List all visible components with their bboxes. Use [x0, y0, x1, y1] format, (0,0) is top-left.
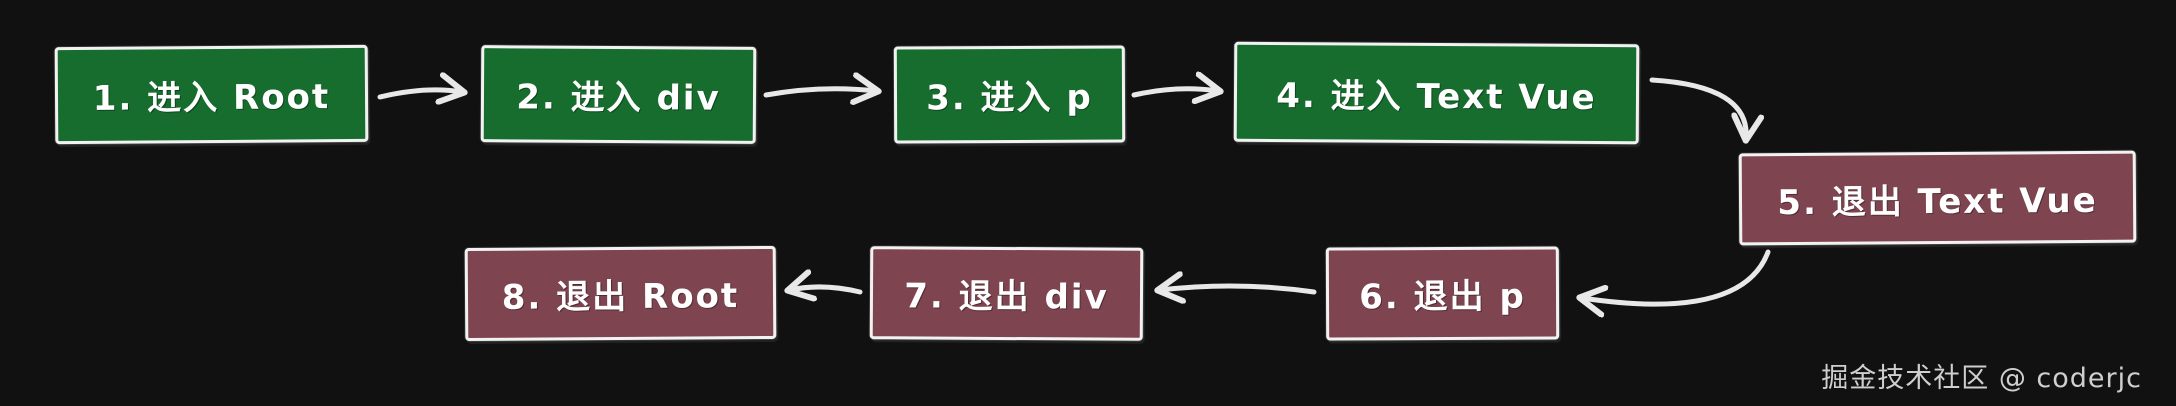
flow-box-label: 8. 退出 Root [501, 276, 740, 318]
flow-box-enter-p: 3. 进入 p [893, 45, 1126, 144]
arrow-2-to-3 [763, 89, 876, 95]
flow-box-label: 5. 退出 Text Vue [1777, 180, 2098, 223]
flow-box-enter-root: 1. 进入 Root [54, 44, 369, 145]
flow-box-exit-text-vue: 5. 退出 Text Vue [1738, 150, 2137, 246]
flow-box-exit-div: 7. 退出 div [869, 246, 1144, 341]
flow-box-label: 6. 退出 p [1359, 276, 1526, 318]
watermark: 掘金技术社区 @ coderjc [1821, 363, 2142, 394]
arrow-5-to-6 [1582, 249, 1771, 304]
arrow-1-to-2 [377, 90, 462, 97]
flow-box-exit-p: 6. 退出 p [1325, 246, 1560, 341]
flow-box-enter-div: 2. 进入 div [480, 45, 757, 144]
flow-box-label: 1. 进入 Root [92, 77, 331, 119]
arrow-7-to-8 [790, 287, 863, 292]
arrow-3-to-4 [1131, 89, 1218, 95]
flow-box-label: 3. 进入 p [926, 77, 1093, 119]
arrow-4-to-5 [1649, 77, 1746, 138]
flow-box-label: 7. 退出 div [904, 276, 1109, 318]
arrow-6-to-7 [1160, 286, 1317, 292]
flow-box-enter-text-vue: 4. 进入 Text Vue [1233, 41, 1640, 145]
flow-box-exit-root: 8. 退出 Root [464, 245, 777, 342]
flow-box-label: 4. 进入 Text Vue [1276, 75, 1597, 118]
flow-box-label: 2. 进入 div [516, 77, 721, 119]
